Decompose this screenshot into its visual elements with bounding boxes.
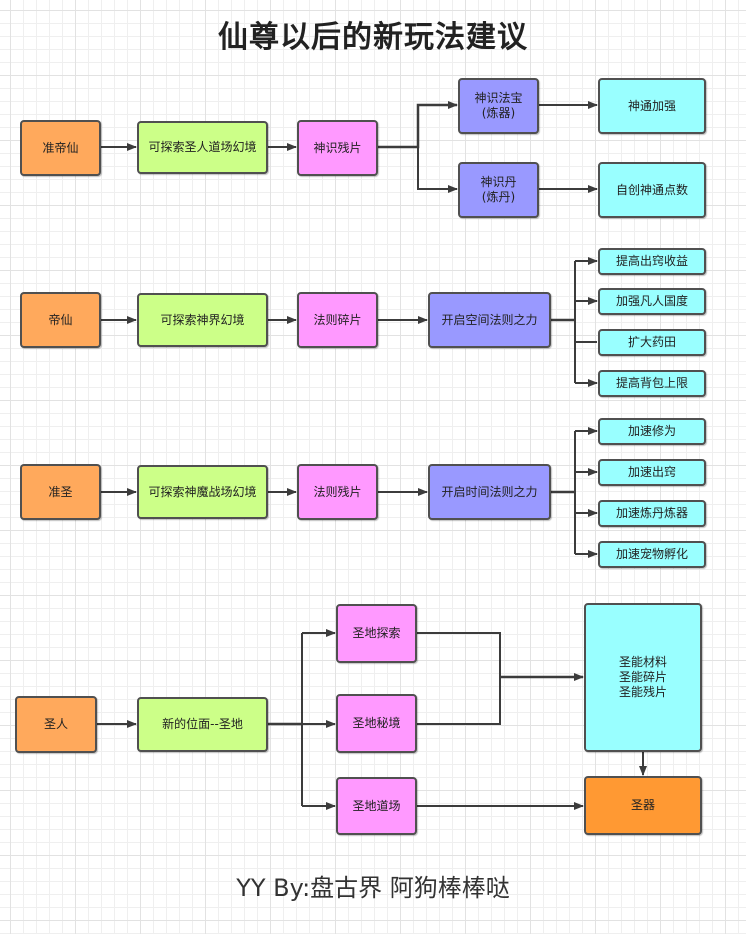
author-credit: YY By:盘古界 阿狗棒棒哒 [236,874,510,902]
fragment-box[interactable]: 法则残片 [297,464,378,520]
power-box[interactable]: 神识丹 (炼丹) [458,162,539,218]
realm-box[interactable]: 新的位面--圣地 [137,697,268,752]
effect-box[interactable]: 加速宠物孵化 [598,541,706,568]
effect-box[interactable]: 自创神通点数 [598,162,706,218]
stage-box[interactable]: 帝仙 [20,292,101,348]
effect-box[interactable]: 加强凡人国度 [598,288,706,315]
fragment-box[interactable]: 神识残片 [297,120,378,176]
effect-box[interactable]: 神通加强 [598,78,706,134]
activity-box[interactable]: 圣地探索 [336,604,417,663]
fragment-box[interactable]: 法则碎片 [297,292,378,348]
power-box[interactable]: 神识法宝 (炼器) [458,78,539,134]
materials-box[interactable]: 圣能材料 圣能碎片 圣能残片 [584,603,702,752]
line-explore-merge [416,632,501,725]
effect-box[interactable]: 提高出窍收益 [598,248,706,275]
stage-box[interactable]: 准圣 [20,464,101,520]
effect-box[interactable]: 扩大药田 [598,329,706,356]
realm-box[interactable]: 可探索神魔战场幻境 [137,465,268,519]
realm-box[interactable]: 可探索圣人道场幻境 [137,121,268,174]
power-box[interactable]: 开启空间法则之力 [428,292,551,348]
stage-box[interactable]: 圣人 [15,696,97,753]
arrow-fragment-to-power-1a [377,101,458,149]
activity-box[interactable]: 圣地秘境 [336,694,417,753]
effect-box[interactable]: 加速炼丹炼器 [598,500,706,527]
realm-box[interactable]: 可探索神界幻境 [137,293,268,347]
artifact-box[interactable]: 圣器 [584,776,702,835]
effect-box[interactable]: 加速出窍 [598,459,706,486]
arrow-fragment-to-power-1b [417,147,458,193]
activity-box[interactable]: 圣地道场 [336,777,417,835]
power-box[interactable]: 开启时间法则之力 [428,464,551,520]
effect-box[interactable]: 加速修为 [598,418,706,445]
stage-box[interactable]: 准帝仙 [20,120,101,176]
effect-box[interactable]: 提高背包上限 [598,370,706,397]
page-title: 仙尊以后的新玩法建议 [218,20,528,55]
